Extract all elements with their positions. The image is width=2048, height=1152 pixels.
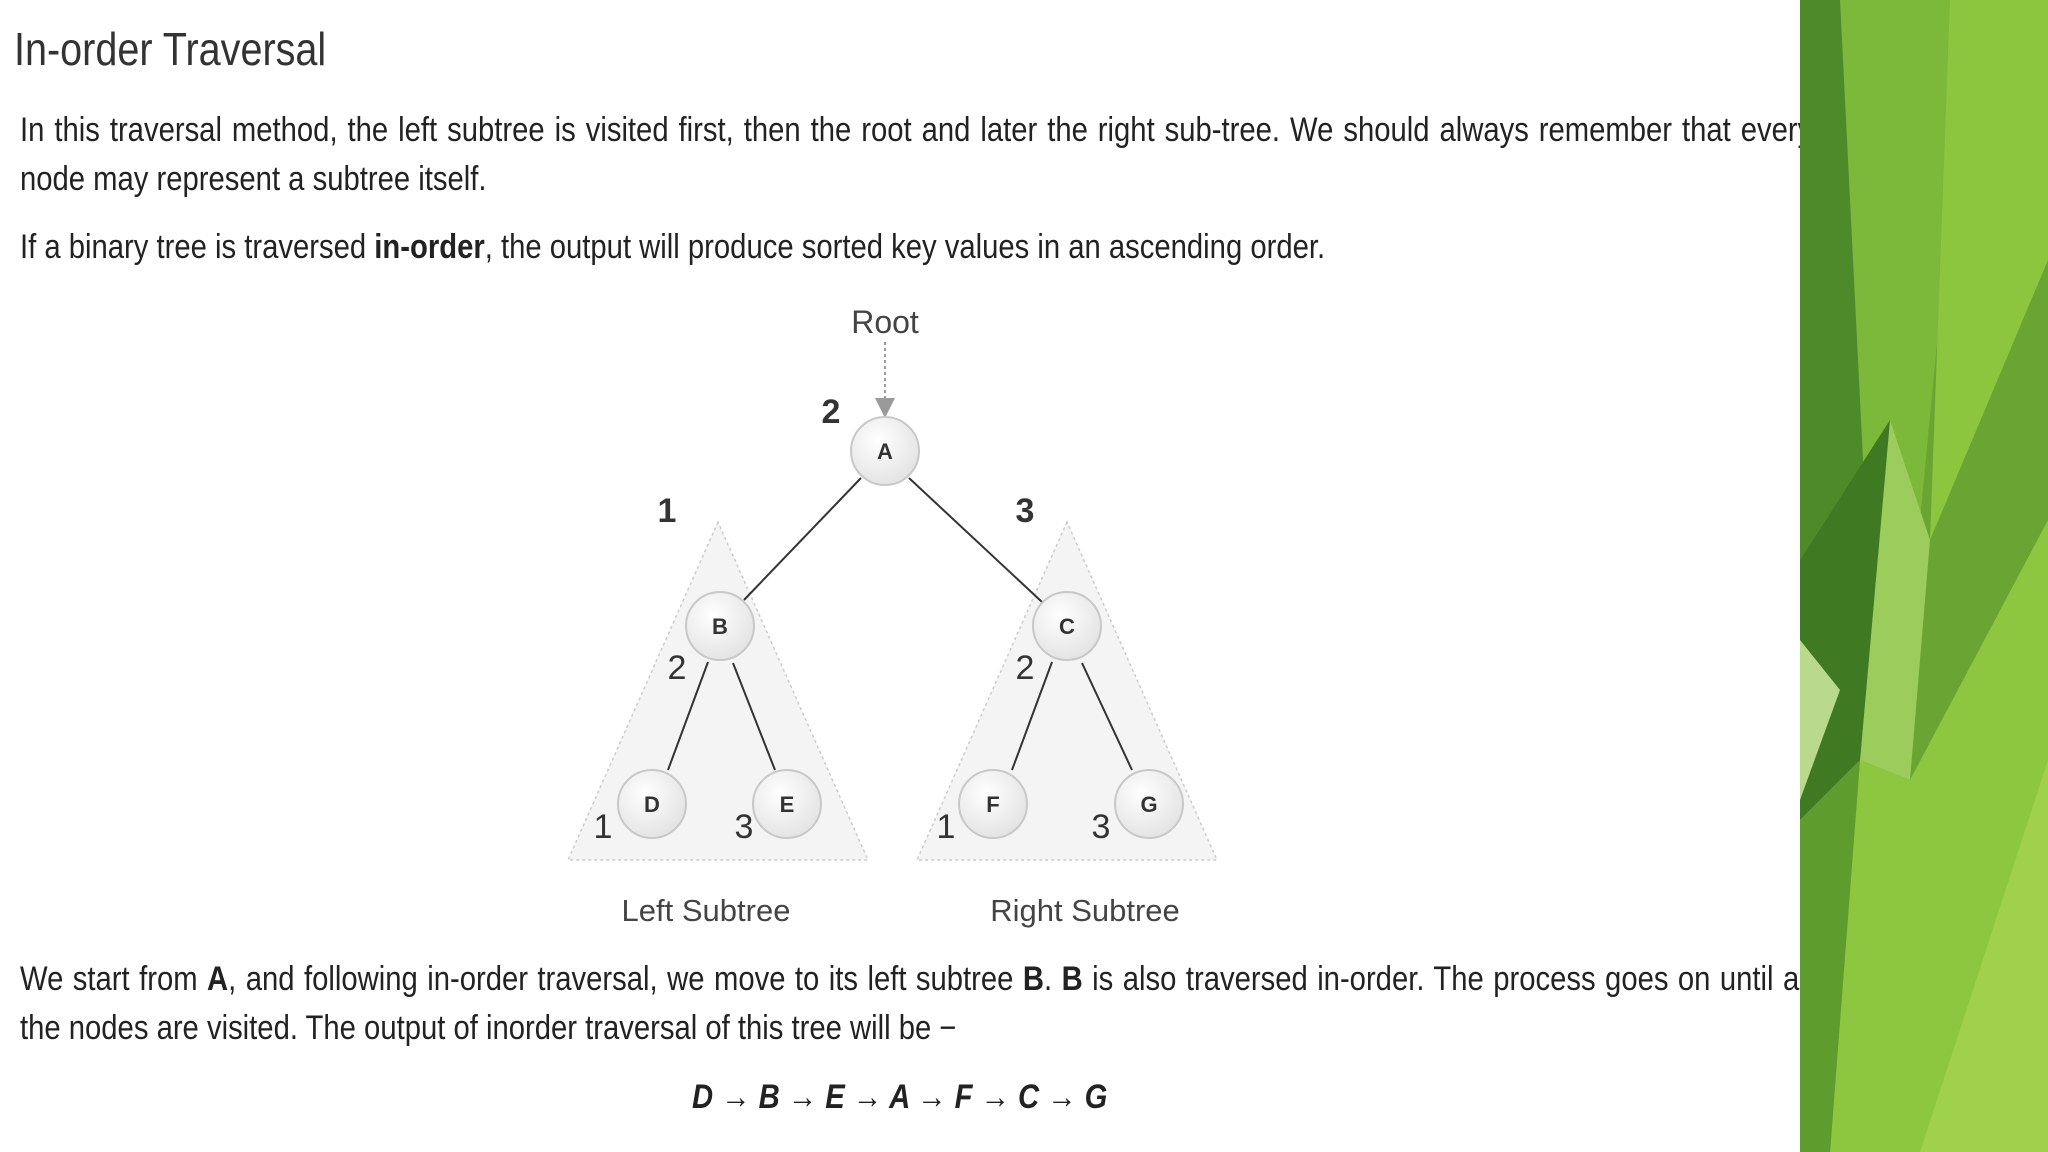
node-a-label: A: [877, 439, 893, 464]
para3-bold-b1: B: [1023, 960, 1044, 998]
right-subtree-label: Right Subtree: [990, 893, 1180, 928]
root-label: Root: [851, 304, 919, 340]
node-d: D: [618, 770, 686, 838]
para3-bold-a: A: [207, 960, 228, 998]
right-order-label: 3: [1016, 492, 1035, 530]
root-order-label: 2: [822, 393, 841, 431]
c-order-label: 2: [1016, 649, 1035, 687]
node-d-label: D: [644, 792, 660, 817]
node-g-label: G: [1140, 792, 1157, 817]
decorative-green-panel: [1800, 0, 2048, 1152]
left-subtree-triangle: [568, 522, 868, 860]
node-c-label: C: [1059, 614, 1075, 639]
f-order-label: 1: [937, 808, 956, 846]
node-a: A: [851, 417, 919, 485]
para3-text-1: We start from: [20, 960, 207, 998]
node-b: B: [686, 592, 754, 660]
node-f-label: F: [986, 792, 999, 817]
node-c: C: [1033, 592, 1101, 660]
node-g: G: [1115, 770, 1183, 838]
g-order-label: 3: [1092, 808, 1111, 846]
node-b-label: B: [712, 614, 728, 639]
explanation-paragraph: We start from A, and following in-order …: [20, 955, 1812, 1053]
left-order-label: 1: [658, 492, 677, 530]
para3-text-2: , and following in-order traversal, we m…: [228, 960, 1023, 998]
node-e-label: E: [780, 792, 795, 817]
para3-bold-b2: B: [1062, 960, 1083, 998]
node-f: F: [959, 770, 1027, 838]
d-order-label: 1: [594, 808, 613, 846]
node-e: E: [753, 770, 821, 838]
traversal-output: D → B → E → A → F → C → G: [692, 1078, 1107, 1117]
slide-content: In-order Traversal In this traversal met…: [0, 0, 1800, 1152]
b-order-label: 2: [668, 649, 687, 687]
e-order-label: 3: [735, 808, 754, 846]
para3-text-3: .: [1044, 960, 1062, 998]
left-subtree-label: Left Subtree: [622, 893, 791, 928]
edge-a-b: [744, 478, 861, 600]
